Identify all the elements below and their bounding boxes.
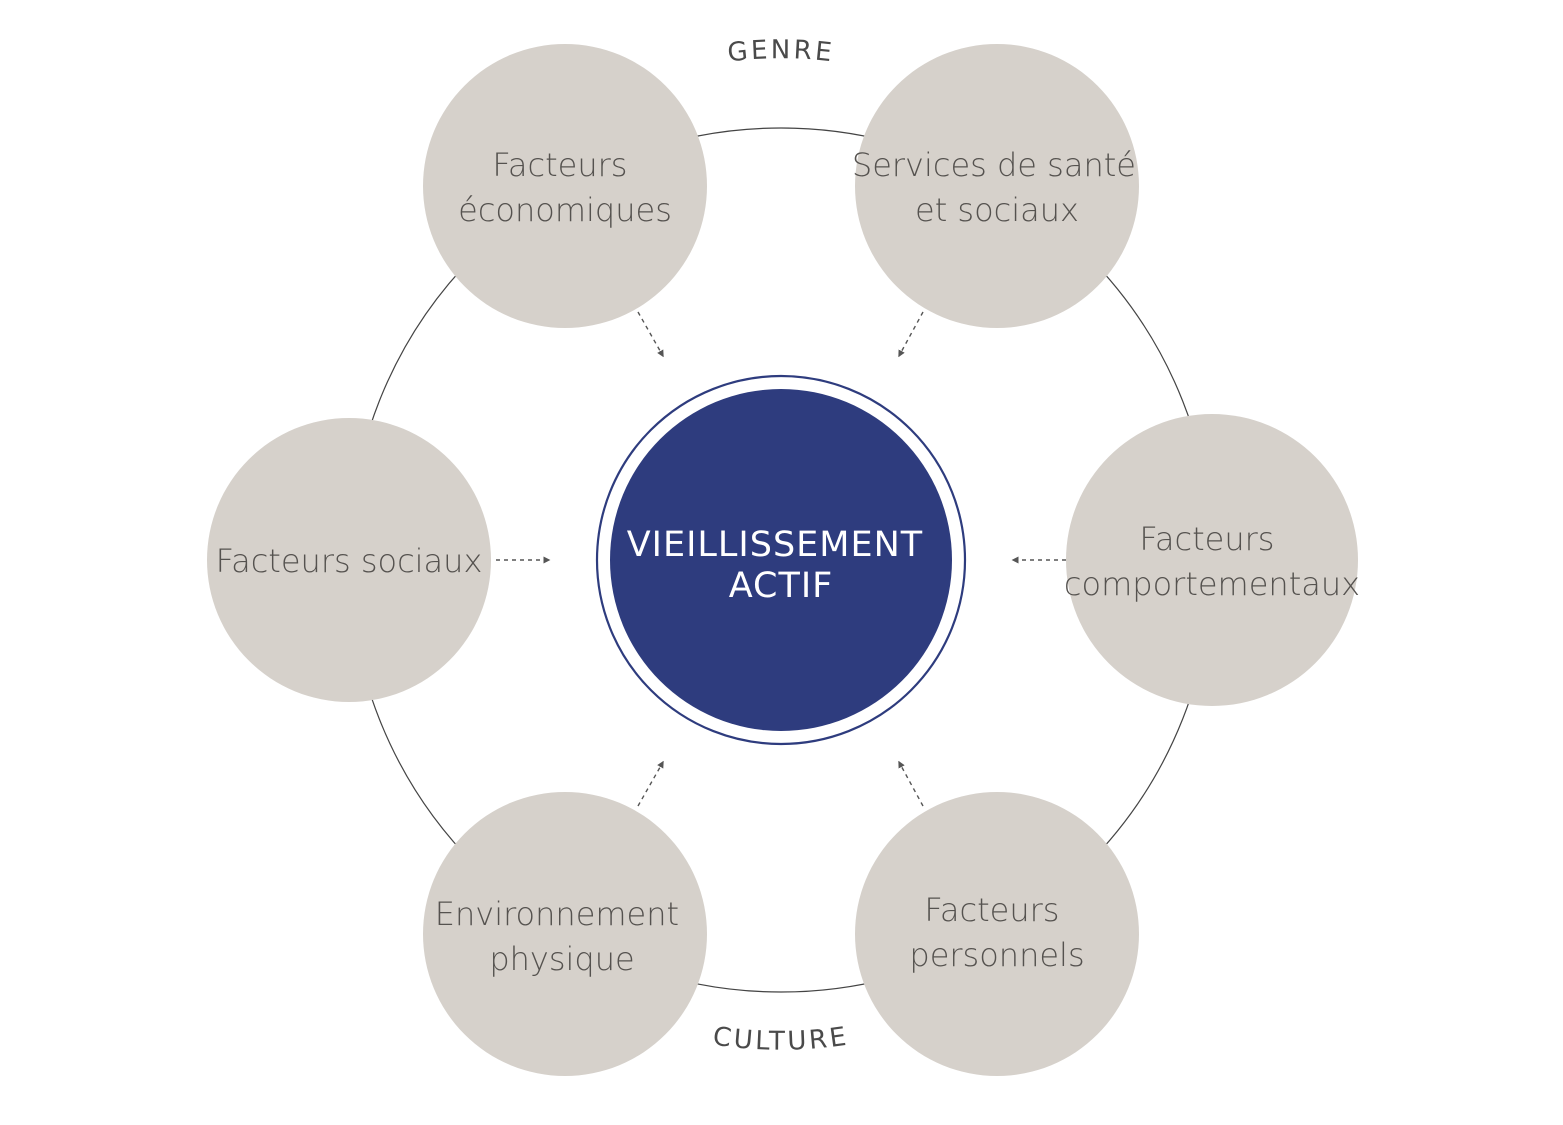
factor-economic-line-1: Facteurs: [492, 146, 627, 184]
factor-economic-circle: [423, 44, 707, 328]
factor-personal-label: Facteurs personnels: [909, 891, 1084, 974]
center-circle: [610, 389, 952, 731]
arrows: [496, 311, 1066, 807]
factor-behavioral-line-2: comportementaux: [1064, 565, 1360, 603]
factor-behavioral-circle: [1066, 414, 1358, 706]
factor-physical-circle: [423, 792, 707, 1076]
factor-physical-line-1: Environnement: [435, 895, 679, 933]
factor-physical: Environnement physique: [423, 792, 707, 1076]
factor-health: Services de santé et sociaux: [852, 44, 1146, 328]
factor-health-line-1: Services de santé: [852, 146, 1136, 184]
factor-economic-line-2: économiques: [458, 191, 672, 229]
arrow-physical: [637, 760, 664, 807]
center-node: VIEILLISSEMENT ACTIF: [595, 374, 967, 746]
arrow-personal: [898, 760, 924, 807]
factor-personal-line-2: personnels: [909, 936, 1084, 974]
factor-health-circle: [855, 44, 1139, 328]
arc-label-gender-text: GENRE: [726, 35, 833, 68]
factor-personal: Facteurs personnels: [855, 792, 1139, 1076]
factor-health-line-2: et sociaux: [915, 191, 1079, 229]
factor-behavioral-line-1: Facteurs: [1139, 520, 1274, 558]
factor-behavioral-label: Facteurs comportementaux: [1064, 520, 1360, 603]
factor-social-circle: [207, 418, 491, 702]
factor-social-label: Facteurs sociaux: [216, 542, 483, 580]
factor-personal-circle: [855, 792, 1139, 1076]
factor-personal-line-1: Facteurs: [924, 891, 1059, 929]
center-label-line-1: VIEILLISSEMENT: [627, 525, 923, 565]
arc-label-gender: GENRE: [726, 35, 836, 68]
center-label: VIEILLISSEMENT ACTIF: [627, 525, 936, 606]
factor-economic-label: Facteurs économiques: [458, 146, 672, 229]
factor-social: Facteurs sociaux: [207, 418, 491, 702]
arrow-health: [898, 311, 924, 358]
arc-label-culture: CULTURE: [711, 1022, 851, 1057]
factor-physical-line-2: physique: [489, 940, 634, 978]
arrow-economic: [637, 311, 664, 358]
factor-economic: Facteurs économiques: [423, 44, 707, 328]
factor-health-label: Services de santé et sociaux: [852, 146, 1146, 229]
arc-label-culture-text: CULTURE: [711, 1022, 848, 1057]
factor-social-line-1: Facteurs sociaux: [216, 542, 483, 580]
center-label-line-2: ACTIF: [729, 566, 834, 606]
factor-physical-label: Environnement physique: [435, 895, 689, 978]
factor-behavioral: Facteurs comportementaux: [1064, 414, 1360, 706]
